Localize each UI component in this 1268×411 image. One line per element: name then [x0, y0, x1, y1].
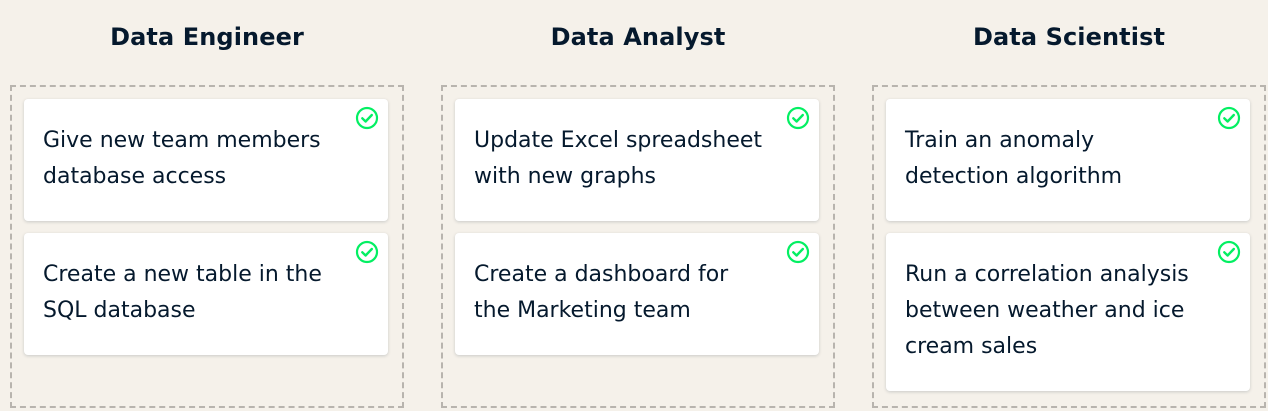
task-card-text: Create a dashboard for the Marketing tea… [474, 262, 729, 323]
task-card-text: Run a correlation analysis between weath… [905, 262, 1189, 359]
check-circle-icon [1217, 106, 1241, 130]
check-circle-icon [355, 240, 379, 264]
check-circle-icon [786, 240, 810, 264]
task-card-text: Update Excel spreadsheet with new graphs [474, 128, 763, 189]
task-card[interactable]: Run a correlation analysis between weath… [886, 233, 1250, 391]
task-card-text: Train an anomaly detection algorithm [905, 128, 1123, 189]
check-circle-icon [786, 106, 810, 130]
column-title: Data Analyst [550, 23, 726, 51]
task-card-text: Create a new table in the SQL database [43, 262, 322, 323]
dropzone[interactable]: Update Excel spreadsheet with new graphs… [441, 85, 835, 408]
task-card[interactable]: Train an anomaly detection algorithm [886, 99, 1250, 221]
dropzone[interactable]: Give new team members database access Cr… [10, 85, 404, 408]
column-title: Data Engineer [110, 23, 304, 51]
column-title: Data Scientist [972, 23, 1166, 51]
task-card[interactable]: Create a dashboard for the Marketing tea… [455, 233, 819, 355]
dropzone[interactable]: Train an anomaly detection algorithm Run… [872, 85, 1266, 408]
task-card-text: Give new team members database access [43, 128, 321, 189]
check-circle-icon [355, 106, 379, 130]
task-card[interactable]: Update Excel spreadsheet with new graphs [455, 99, 819, 221]
task-card[interactable]: Give new team members database access [24, 99, 388, 221]
check-circle-icon [1217, 240, 1241, 264]
task-card[interactable]: Create a new table in the SQL database [24, 233, 388, 355]
